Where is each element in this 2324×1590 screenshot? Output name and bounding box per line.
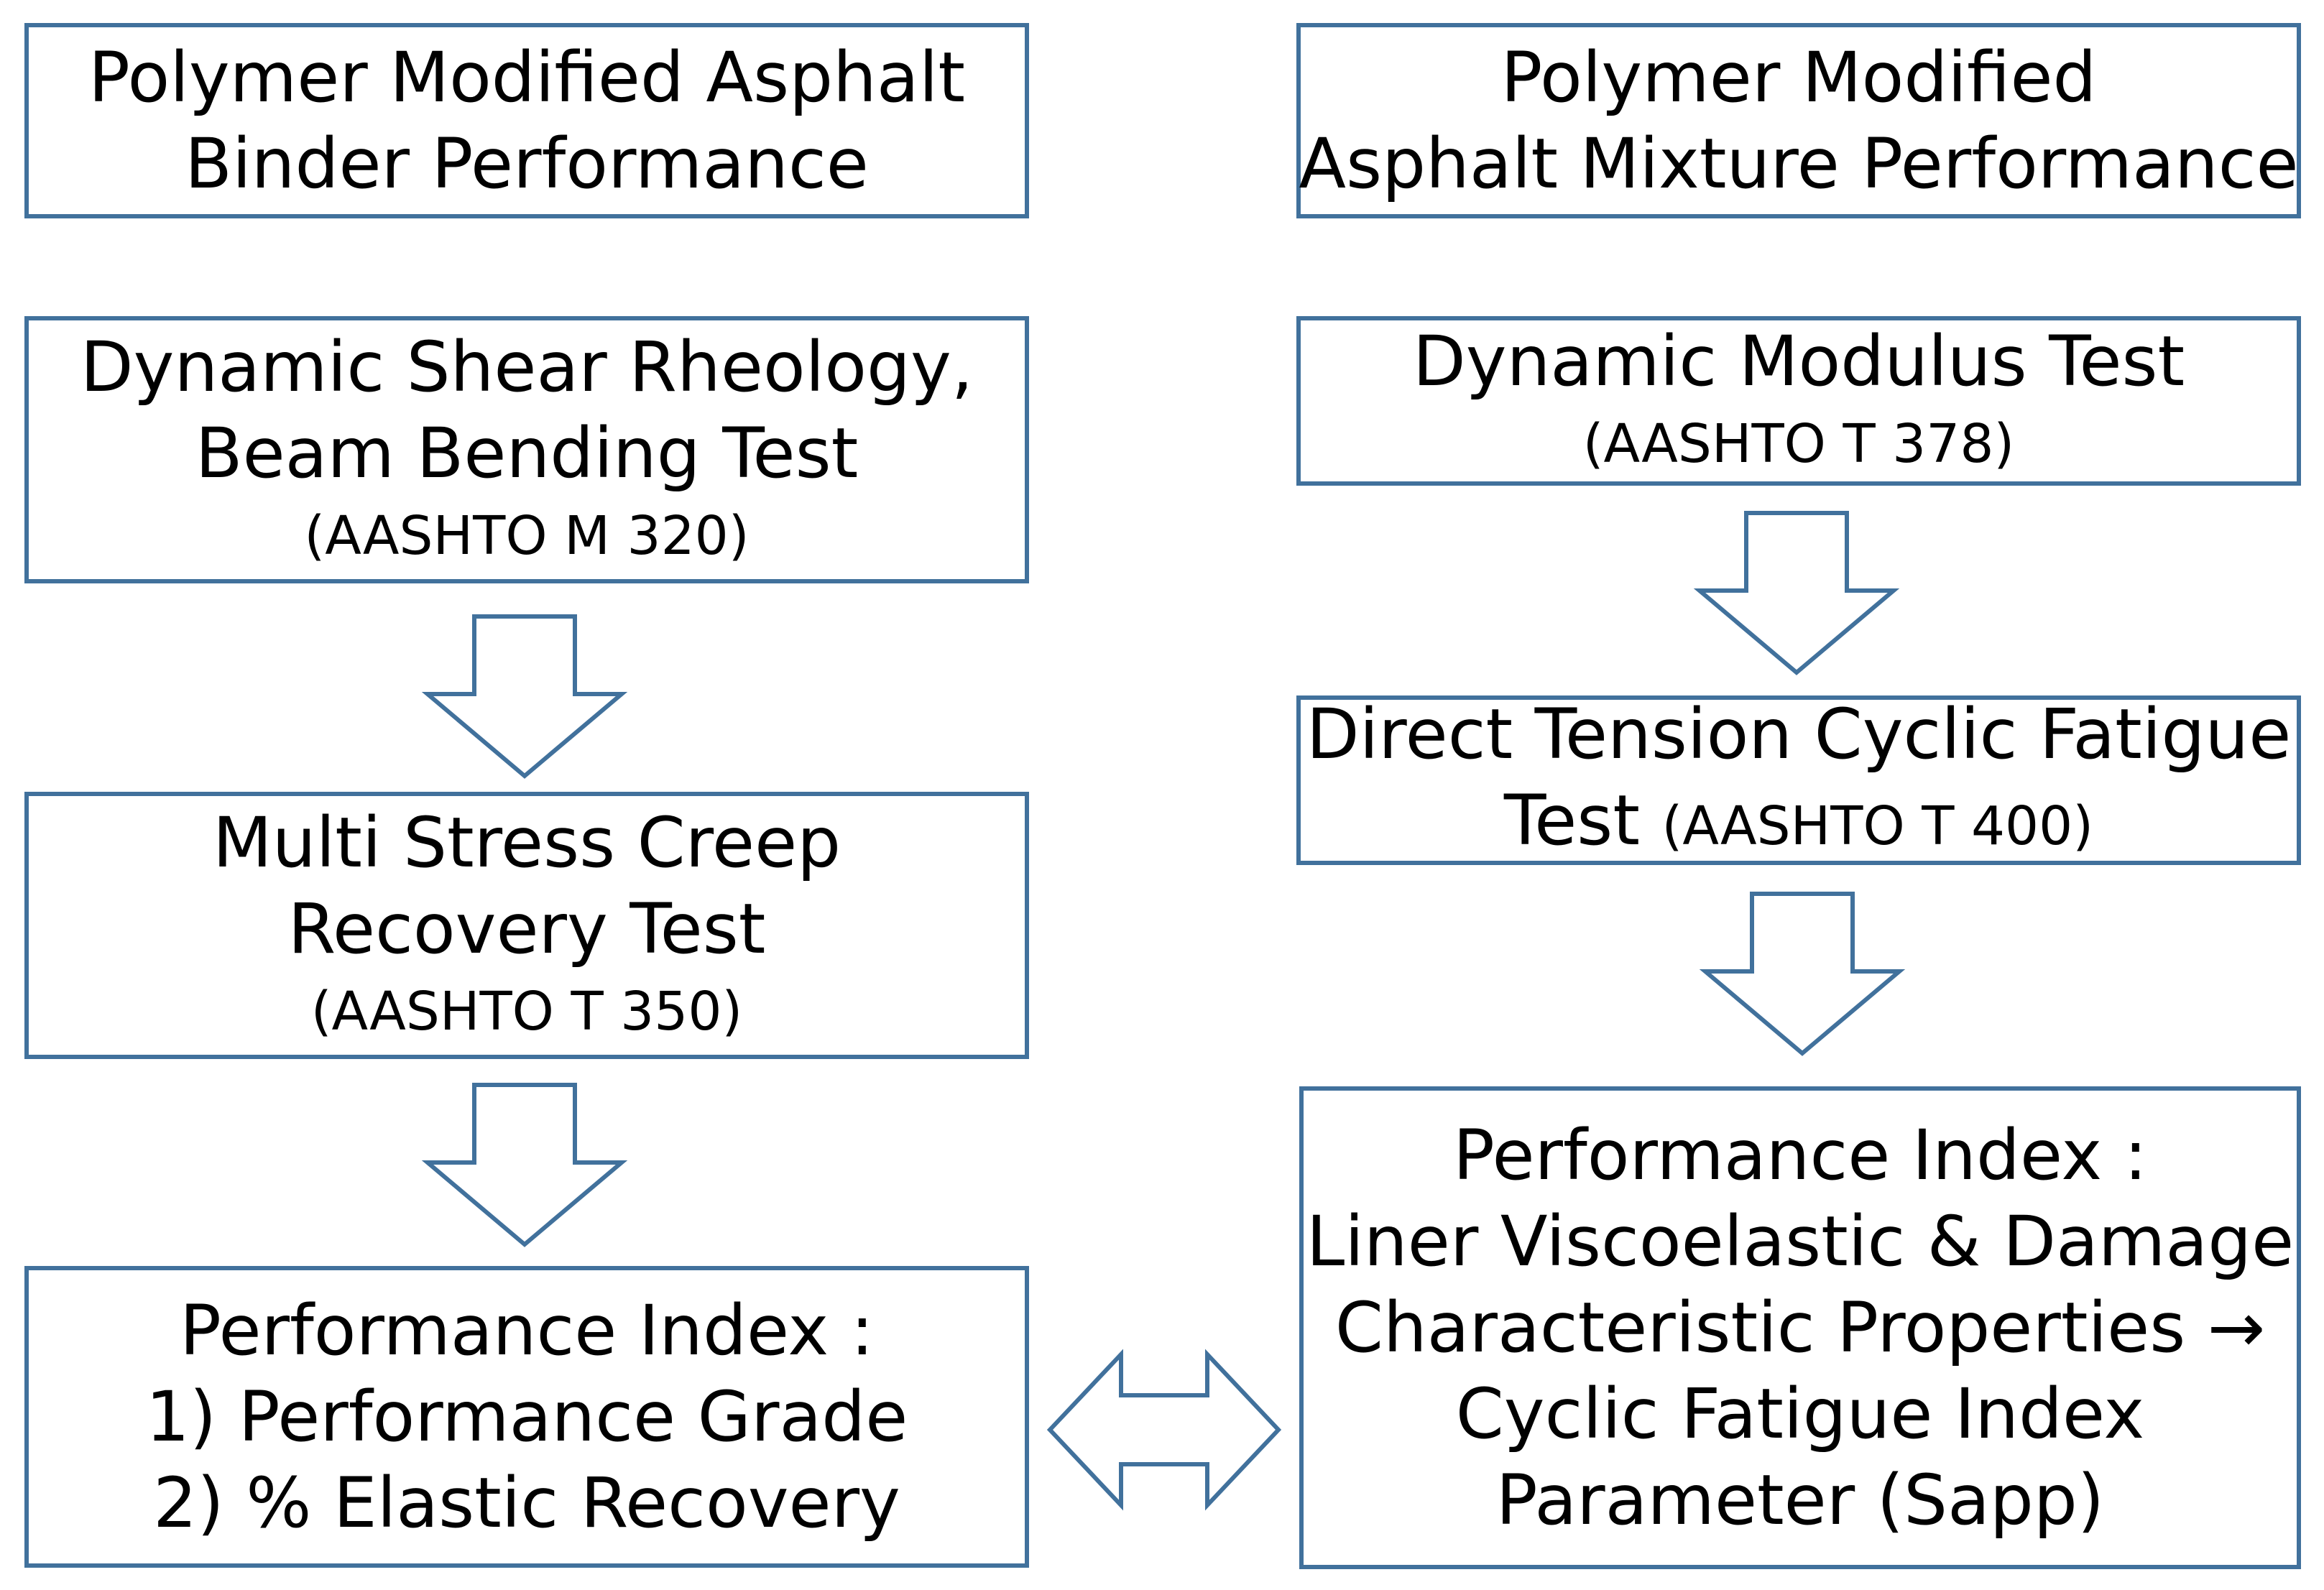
- binder-index-box: Performance Index : 1) Performance Grade…: [24, 1266, 1029, 1568]
- binder-index-line2: 1) Performance Grade: [145, 1377, 908, 1457]
- binder-index-line3: 2) % Elastic Recovery: [153, 1463, 900, 1543]
- binder-dsr-standard: (AASHTO M 320): [304, 505, 750, 567]
- bidirectional-arrow: [1046, 1349, 1282, 1511]
- mixture-dynamic-modulus-box: Dynamic Modulus Test (AASHTO T 378): [1296, 316, 2301, 486]
- mixture-down-arrow-2: [1699, 892, 1906, 1056]
- mixture-fatigue-standard: (AASHTO T 400): [1661, 795, 2094, 857]
- mixture-index-line3: Characteristic Properties →: [1334, 1288, 2266, 1368]
- mixture-index-line5: Parameter (Sapp): [1495, 1460, 2105, 1540]
- binder-dsr-line1: Dynamic Shear Rheology,: [80, 327, 974, 407]
- mixture-title-line2: Asphalt Mixture Performance: [1299, 124, 2299, 204]
- mixture-index-line2: Liner Viscoelastic & Damage: [1306, 1201, 2295, 1282]
- mixture-fatigue-box: Direct Tension Cyclic Fatigue Test (AASH…: [1296, 694, 2301, 865]
- mixture-dynamic-modulus-standard: (AASHTO T 378): [1582, 413, 2015, 475]
- mixture-dynamic-modulus-line1: Dynamic Modulus Test: [1412, 321, 2185, 402]
- mixture-fatigue-line2-test: Test: [1503, 780, 1640, 861]
- binder-title-line1: Polymer Modified Asphalt: [88, 37, 965, 118]
- mixture-index-line1: Performance Index :: [1453, 1115, 2147, 1196]
- binder-mscr-line2: Recovery Test: [287, 889, 766, 969]
- binder-index-line1: Performance Index :: [180, 1290, 874, 1371]
- binder-mscr-line1: Multi Stress Creep: [212, 803, 841, 883]
- mixture-fatigue-line2: Test (AASHTO T 400): [1504, 777, 2093, 869]
- mixture-title-line1: Polymer Modified: [1500, 37, 2097, 118]
- mixture-index-box: Performance Index : Liner Viscoelastic &…: [1299, 1086, 2301, 1569]
- binder-mscr-standard: (AASHTO T 350): [310, 981, 743, 1043]
- binder-dsr-box: Dynamic Shear Rheology, Beam Bending Tes…: [24, 316, 1029, 583]
- binder-down-arrow-2: [421, 1083, 628, 1247]
- mixture-title-box: Polymer Modified Asphalt Mixture Perform…: [1296, 23, 2301, 218]
- binder-dsr-line2: Beam Bending Test: [195, 413, 859, 494]
- binder-mscr-box: Multi Stress Creep Recovery Test (AASHTO…: [24, 792, 1029, 1059]
- binder-title-line2: Binder Performance: [185, 124, 869, 204]
- mixture-down-arrow-1: [1693, 511, 1900, 675]
- mixture-index-line4: Cyclic Fatigue Index: [1455, 1374, 2145, 1454]
- binder-down-arrow-1: [421, 614, 628, 779]
- binder-title-box: Polymer Modified Asphalt Binder Performa…: [24, 23, 1029, 218]
- mixture-fatigue-line1: Direct Tension Cyclic Fatigue: [1306, 694, 2292, 775]
